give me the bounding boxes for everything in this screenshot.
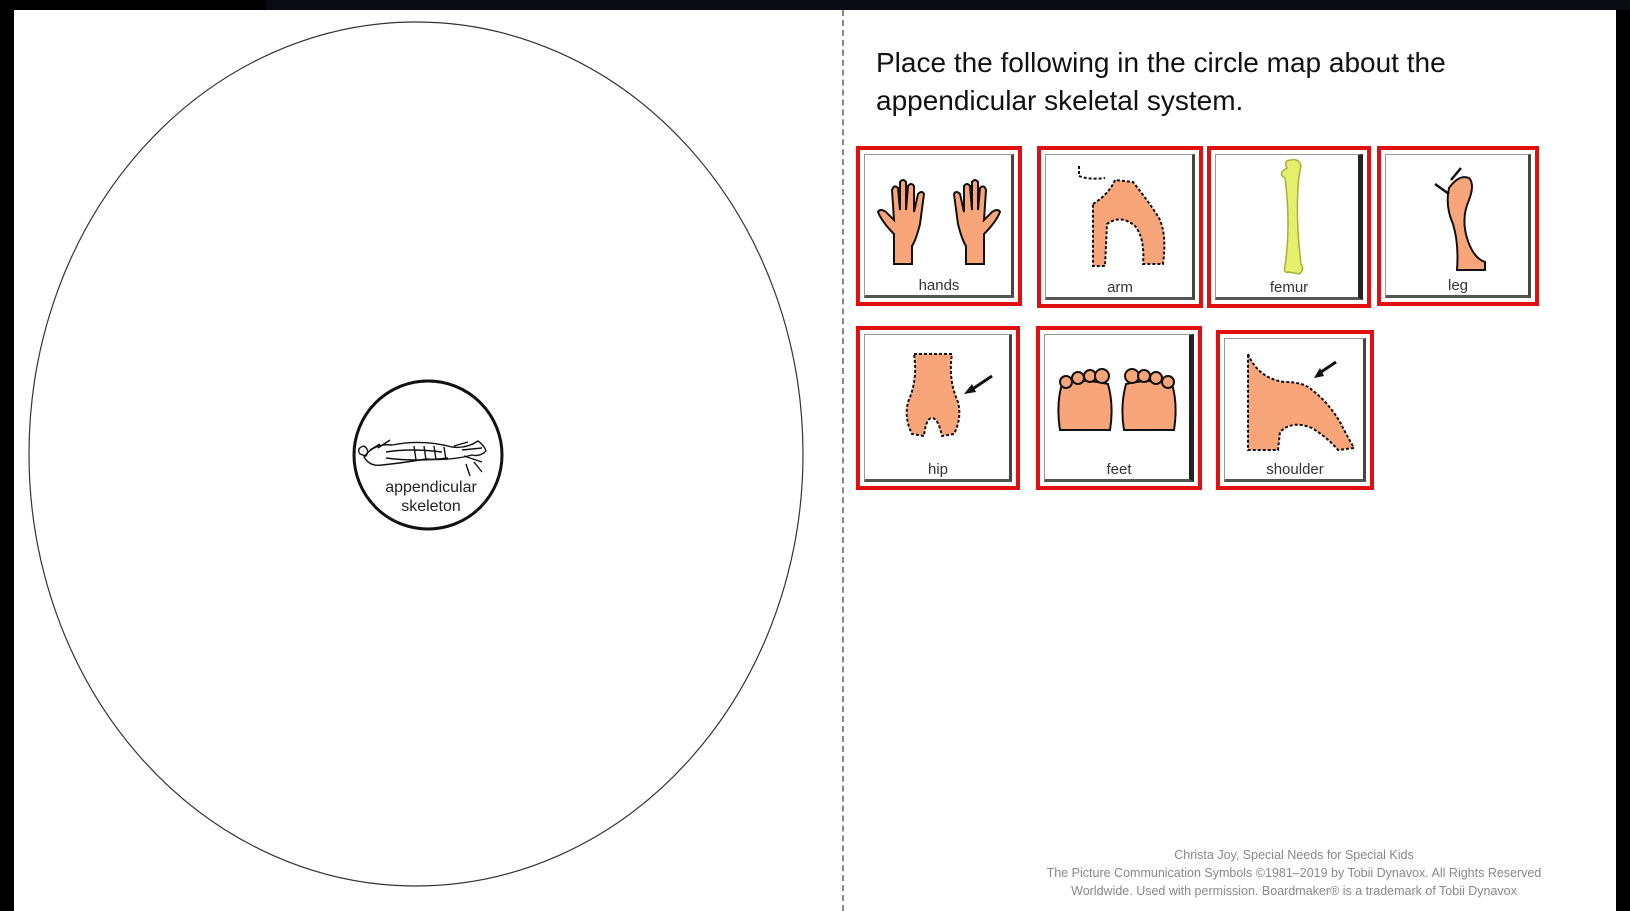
credits: Christa Joy, Special Needs for Special K…	[994, 846, 1594, 900]
card-feet[interactable]: feet	[1036, 326, 1202, 490]
instructions-line2: appendicular skeletal system.	[876, 82, 1556, 120]
instructions-text: Place the following in the circle map ab…	[876, 44, 1556, 120]
card-label-shoulder: shoulder	[1220, 461, 1370, 478]
credits-line1: Christa Joy, Special Needs for Special K…	[994, 846, 1594, 864]
card-arm[interactable]: arm	[1037, 146, 1203, 308]
arm-icon	[1049, 154, 1191, 278]
card-label-femur: femur	[1211, 279, 1367, 296]
leg-icon	[1389, 154, 1531, 278]
card-leg[interactable]: leg	[1377, 146, 1539, 306]
dashed-divider	[842, 10, 844, 911]
center-label: appendicular skeleton	[358, 478, 504, 516]
credits-line3: Worldwide. Used with permission. Boardma…	[994, 882, 1594, 900]
credits-line2: The Picture Communication Symbols ©1981–…	[994, 864, 1594, 882]
hands-icon	[868, 154, 1010, 278]
card-shoulder[interactable]: shoulder	[1216, 330, 1374, 490]
card-hands[interactable]: hands	[856, 146, 1022, 306]
center-label-line2: skeleton	[358, 497, 504, 516]
card-hip[interactable]: hip	[856, 326, 1020, 490]
femur-icon	[1219, 154, 1361, 278]
card-label-feet: feet	[1040, 461, 1198, 478]
card-label-leg: leg	[1381, 277, 1535, 294]
slide-canvas: appendicular skeleton Place the followin…	[14, 10, 1616, 911]
top-strip	[266, 0, 1630, 10]
instructions-line1: Place the following in the circle map ab…	[876, 44, 1556, 82]
circle-map	[14, 10, 842, 911]
center-label-line1: appendicular	[358, 478, 504, 497]
card-femur[interactable]: femur	[1207, 146, 1371, 308]
card-label-hip: hip	[860, 461, 1016, 478]
hip-icon	[868, 334, 1010, 458]
card-label-hands: hands	[860, 277, 1018, 294]
feet-icon	[1048, 334, 1190, 458]
shoulder-icon	[1228, 338, 1370, 462]
card-label-arm: arm	[1041, 279, 1199, 296]
